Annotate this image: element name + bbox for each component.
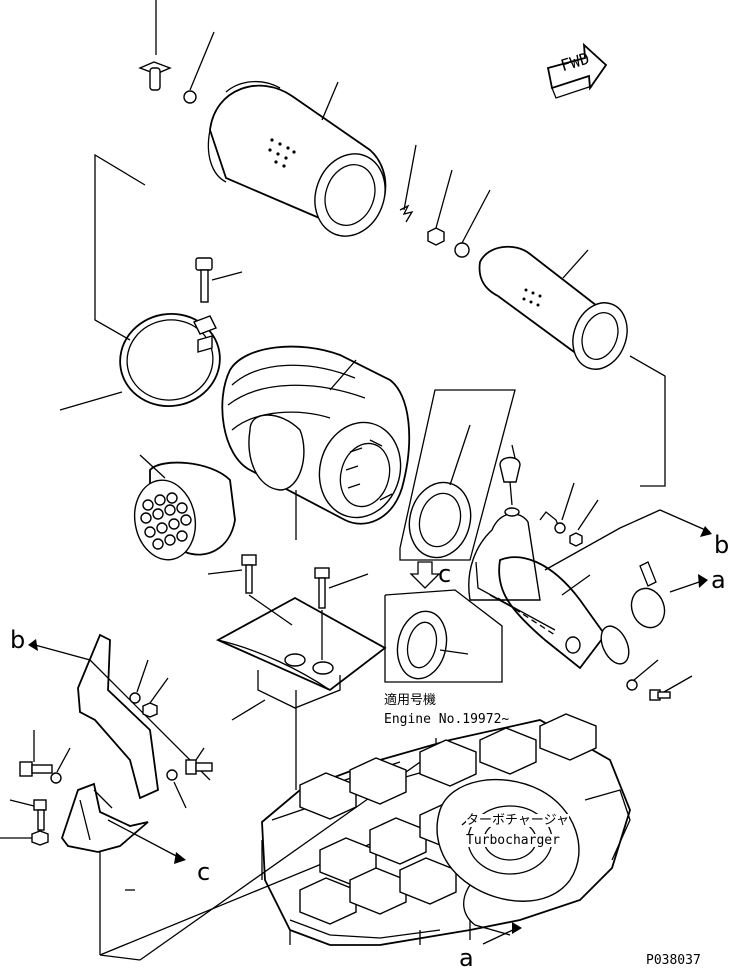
outlet-elbow bbox=[468, 444, 630, 670]
clamp-bolt bbox=[195, 257, 243, 303]
engine-note-jp: 適用号機 bbox=[384, 693, 437, 708]
clamp-band bbox=[59, 153, 221, 411]
elbow-hardware bbox=[554, 482, 693, 701]
clip-nut-washer bbox=[399, 144, 491, 258]
turbo-note-en: Turbocharger bbox=[466, 833, 560, 848]
mount-bolts bbox=[207, 554, 369, 660]
engine-block bbox=[261, 713, 631, 946]
callout-arrows bbox=[28, 509, 712, 945]
callout-c-center: c bbox=[438, 560, 452, 588]
callout-a-right: a bbox=[711, 566, 726, 594]
drawing-id: P038037 bbox=[646, 953, 701, 968]
callout-b-left: b bbox=[10, 626, 26, 654]
down-arrow bbox=[409, 561, 441, 589]
turbo-note-jp: ターボチャージャ bbox=[466, 813, 569, 828]
callout-a-bottom: a bbox=[459, 944, 474, 972]
callout-c-left: c bbox=[197, 858, 211, 886]
support-bracket bbox=[0, 633, 213, 955]
callout-b-right: b bbox=[714, 531, 729, 559]
outer-filter-element bbox=[207, 81, 387, 237]
cradle-bracket bbox=[215, 596, 387, 721]
gasket-plate-upper bbox=[399, 389, 516, 561]
air-cleaner-body bbox=[221, 345, 411, 540]
dust-cap bbox=[133, 454, 236, 561]
gasket-plate-lower bbox=[384, 589, 503, 683]
fwd-arrow-shape bbox=[546, 42, 608, 99]
engine-note-en: Engine No.19972~ bbox=[384, 712, 510, 727]
wing-bolt-part bbox=[138, 0, 215, 104]
inner-filter-element bbox=[478, 245, 666, 487]
